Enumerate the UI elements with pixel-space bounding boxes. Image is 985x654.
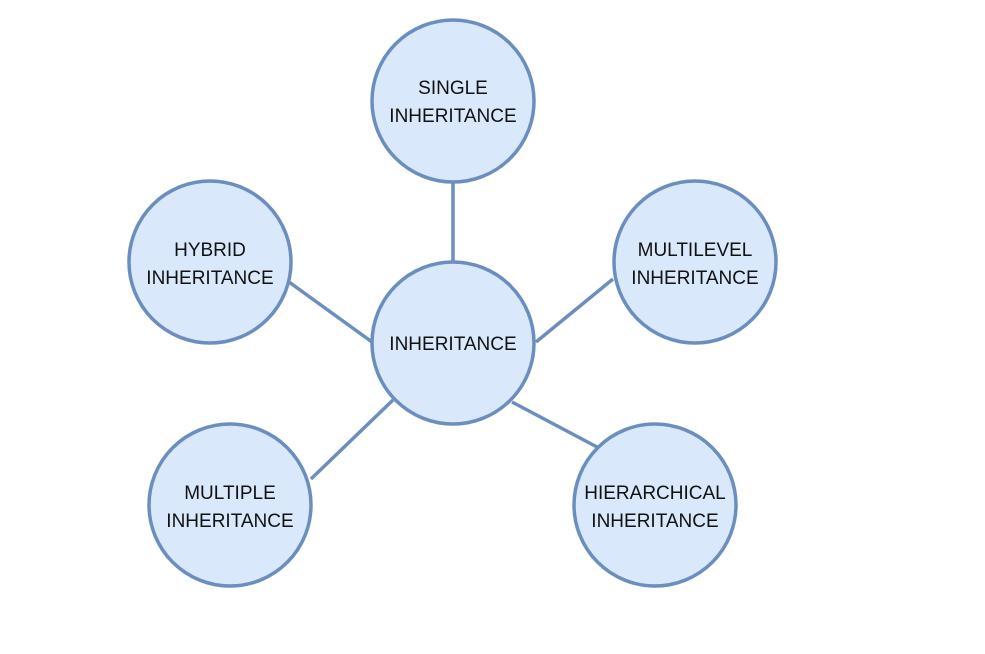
node-multiple-label-line1: MULTIPLE [184,483,276,504]
node-hybrid-label-line2: INHERITANCE [146,268,273,289]
node-hierarchical-label-line2: INHERITANCE [591,511,718,532]
node-multiple-label-line2: INHERITANCE [166,511,293,532]
node-multiple-inheritance: MULTIPLE INHERITANCE [147,422,313,588]
node-single-label-line1: SINGLE [418,78,488,99]
node-single-inheritance: SINGLE INHERITANCE [370,18,536,184]
node-inheritance: INHERITANCE [370,260,536,426]
node-hierarchical-inheritance: HIERARCHICAL INHERITANCE [572,422,738,588]
connector-hybrid [287,280,374,344]
node-hybrid-inheritance: HYBRID INHERITANCE [127,179,293,345]
node-hierarchical-label-line1: HIERARCHICAL [584,483,725,504]
node-multilevel-circle [612,179,778,345]
connector-multilevel [534,277,615,344]
node-multilevel-inheritance: MULTILEVEL INHERITANCE [612,179,778,345]
connectors [287,182,615,481]
node-hybrid-label-line1: HYBRID [174,240,246,261]
node-inheritance-label: INHERITANCE [389,334,516,355]
node-hierarchical-circle [572,422,738,588]
connector-multiple [309,398,395,481]
node-multilevel-label-line2: INHERITANCE [631,268,758,289]
node-single-label-line2: INHERITANCE [389,106,516,127]
connector-hierarchical [511,400,598,449]
node-multilevel-label-line1: MULTILEVEL [638,240,753,261]
node-hybrid-circle [127,179,293,345]
node-inheritance-circle [370,260,536,426]
node-single-circle [370,18,536,184]
node-multiple-circle [147,422,313,588]
